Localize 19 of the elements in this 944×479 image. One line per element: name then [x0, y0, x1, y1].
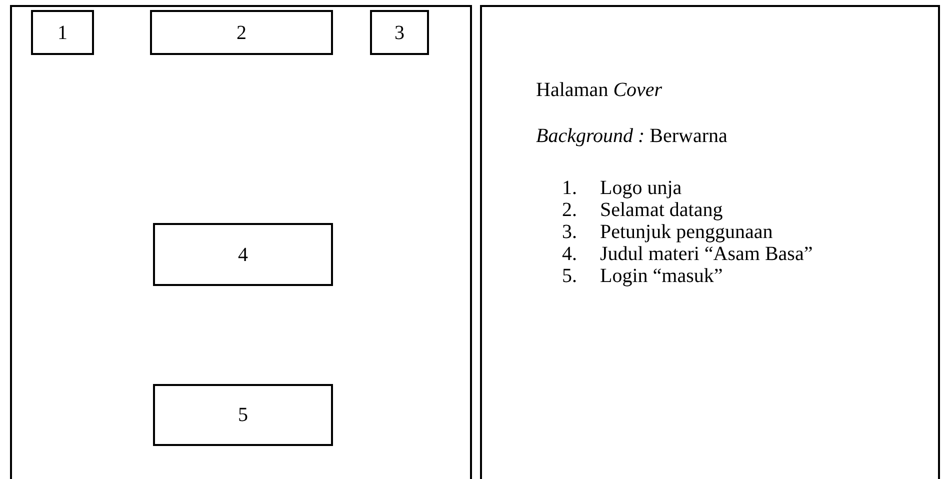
- box-number: 3: [394, 20, 406, 44]
- layout-box: [153, 384, 333, 446]
- box-number: 4: [237, 242, 249, 266]
- list-item: 5. Login “masuk”: [562, 265, 723, 287]
- list-item: 3. Petunjuk penggunaan: [562, 221, 773, 243]
- box-number: 1: [56, 20, 68, 44]
- description-text: Background : Berwarna: [536, 125, 728, 147]
- list-item: 2. Selamat datang: [562, 199, 723, 221]
- layout-box: [150, 10, 333, 55]
- layout-box: [31, 10, 94, 55]
- layout-box: [153, 223, 333, 286]
- layout-box: [370, 10, 429, 55]
- list-item: 4. Judul materi “Asam Basa”: [562, 243, 813, 265]
- box-number: 5: [237, 403, 249, 427]
- page-heading: Halaman Cover: [536, 79, 662, 101]
- description-panel: [480, 5, 940, 479]
- list-item: 1. Logo unja: [562, 177, 682, 199]
- screen-frame: [10, 5, 472, 479]
- box-number: 2: [236, 20, 248, 44]
